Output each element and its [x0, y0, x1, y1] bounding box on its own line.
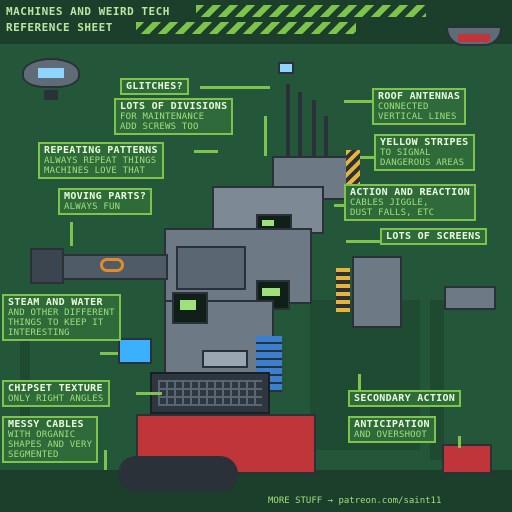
- control-panel: [202, 350, 248, 368]
- callout-anticipation-heading: ANTICIPATION: [354, 419, 430, 430]
- callout-action-line: CABLES JIGGLE,: [350, 198, 429, 208]
- callout-cables: MESSY CABLES WITH ORGANIC SHAPES AND VER…: [2, 416, 99, 463]
- callout-repeating-line: ALWAYS REPEAT THINGS: [44, 156, 157, 166]
- callout-anticipation-line: AND OVERSHOOT: [354, 430, 428, 440]
- callout-anticipation: ANTICIPATION AND OVERSHOOT: [348, 416, 436, 443]
- upper-screen-glow: [262, 220, 274, 226]
- header-stripes-top: [196, 5, 426, 17]
- arm-cable-orange: [100, 258, 124, 272]
- footer-bar: [262, 492, 512, 512]
- machine-antenna-1: [286, 84, 290, 156]
- arrow-stripes: [360, 156, 376, 159]
- callout-stripes: YELLOW STRIPES TO SIGNAL DANGEROUS AREAS: [374, 134, 475, 171]
- callout-divisions-line: FOR MAINTENANCE: [120, 112, 205, 122]
- arrow-action: [334, 204, 348, 207]
- callout-repeating-line: MACHINES LOVE THAT: [44, 166, 146, 176]
- callout-cables-line: SEGMENTED: [8, 450, 59, 460]
- callout-repeating-heading: REPEATING PATTERNS: [44, 145, 158, 156]
- callout-moving-line: ALWAYS FUN: [64, 202, 121, 212]
- callout-steam-line: INTERESTING: [8, 328, 70, 338]
- ufo-drone-beam: [44, 90, 58, 100]
- arrow-steam: [100, 352, 118, 355]
- glitch-antenna-tip: [278, 62, 294, 74]
- callout-antennas-heading: ROOF ANTENNAS: [378, 91, 461, 102]
- arrow-moving: [70, 222, 73, 246]
- red-counter-display: [442, 444, 492, 474]
- callout-cables-line: WITH ORGANIC: [8, 430, 76, 440]
- side-device: [444, 286, 496, 310]
- arrow-glitches: [200, 86, 270, 89]
- arrow-antennas: [344, 100, 374, 103]
- callout-steam-line: AND OTHER DIFFERENT: [8, 308, 115, 318]
- callout-screens: LOTS OF SCREENS: [380, 228, 487, 245]
- header-title-line1: MACHINES AND WEIRD TECH: [6, 5, 170, 18]
- machine-antenna-3: [312, 100, 316, 156]
- torso-panel: [176, 246, 246, 290]
- arrow-anticipation: [458, 436, 461, 448]
- callout-glitches: GLITCHES?: [120, 78, 189, 95]
- piston-arm: [352, 256, 402, 328]
- callout-cables-heading: MESSY CABLES: [8, 419, 84, 430]
- machine-antenna-2: [298, 92, 302, 156]
- arrow-cables: [104, 450, 107, 470]
- messy-cables: [118, 456, 238, 492]
- hover-pod-light: [458, 34, 490, 42]
- side-screen-glow: [262, 288, 280, 296]
- callout-moving-heading: MOVING PARTS?: [64, 191, 147, 202]
- callout-cables-line: SHAPES AND VERY: [8, 440, 93, 450]
- callout-action-heading: ACTION AND REACTION: [350, 187, 471, 198]
- callout-stripes-line: TO SIGNAL: [380, 148, 431, 158]
- callout-steam: STEAM AND WATER AND OTHER DIFFERENT THIN…: [2, 294, 121, 341]
- callout-antennas-line: VERTICAL LINES: [378, 112, 457, 122]
- callout-secondary: SECONDARY ACTION: [348, 390, 462, 407]
- arrow-chipset: [136, 392, 162, 395]
- callout-chipset-heading: CHIPSET TEXTURE: [8, 383, 103, 394]
- callout-chipset: CHIPSET TEXTURE ONLY RIGHT ANGLES: [2, 380, 110, 407]
- head-stripes: [346, 150, 360, 184]
- arm-claw: [30, 248, 64, 284]
- callout-stripes-heading: YELLOW STRIPES: [380, 137, 469, 148]
- callout-glitches-heading: GLITCHES?: [126, 81, 183, 92]
- callout-action-line: DUST FALLS, ETC: [350, 208, 435, 218]
- water-tank-icon: [118, 338, 152, 364]
- footer-credit-link[interactable]: MORE STUFF → patreon.com/saint11: [268, 496, 442, 506]
- callout-antennas-line: CONNECTED: [378, 102, 429, 112]
- callout-stripes-line: DANGEROUS AREAS: [380, 158, 465, 168]
- callout-secondary-heading: SECONDARY ACTION: [354, 393, 456, 404]
- ufo-drone-light: [38, 68, 64, 78]
- arrow-screens: [346, 240, 380, 243]
- callout-screens-heading: LOTS OF SCREENS: [386, 231, 481, 242]
- callout-steam-heading: STEAM AND WATER: [8, 297, 103, 308]
- callout-divisions-heading: LOTS OF DIVISIONS: [120, 101, 228, 112]
- arrow-divisions: [264, 116, 267, 156]
- arrow-repeating: [194, 150, 218, 153]
- callout-chipset-line: ONLY RIGHT ANGLES: [8, 394, 104, 404]
- callout-moving: MOVING PARTS? ALWAYS FUN: [58, 188, 153, 215]
- header-title-line2: REFERENCE SHEET: [6, 21, 113, 34]
- machine-antenna-4: [324, 116, 328, 156]
- piston-stripes: [336, 268, 350, 312]
- arrow-secondary: [358, 374, 361, 390]
- header-stripes-bottom: [136, 22, 356, 34]
- callout-steam-line: THINGS TO KEEP IT: [8, 318, 104, 328]
- callout-divisions: LOTS OF DIVISIONS FOR MAINTENANCE ADD SC…: [114, 98, 234, 135]
- chipset-lines: [158, 380, 262, 406]
- callout-antennas: ROOF ANTENNAS CONNECTED VERTICAL LINES: [372, 88, 467, 125]
- callout-divisions-line: ADD SCREWS TOO: [120, 122, 199, 132]
- mid-screen: [172, 292, 208, 324]
- mid-screen-glow: [180, 300, 196, 310]
- callout-repeating: REPEATING PATTERNS ALWAYS REPEAT THINGS …: [38, 142, 164, 179]
- callout-action: ACTION AND REACTION CABLES JIGGLE, DUST …: [344, 184, 477, 221]
